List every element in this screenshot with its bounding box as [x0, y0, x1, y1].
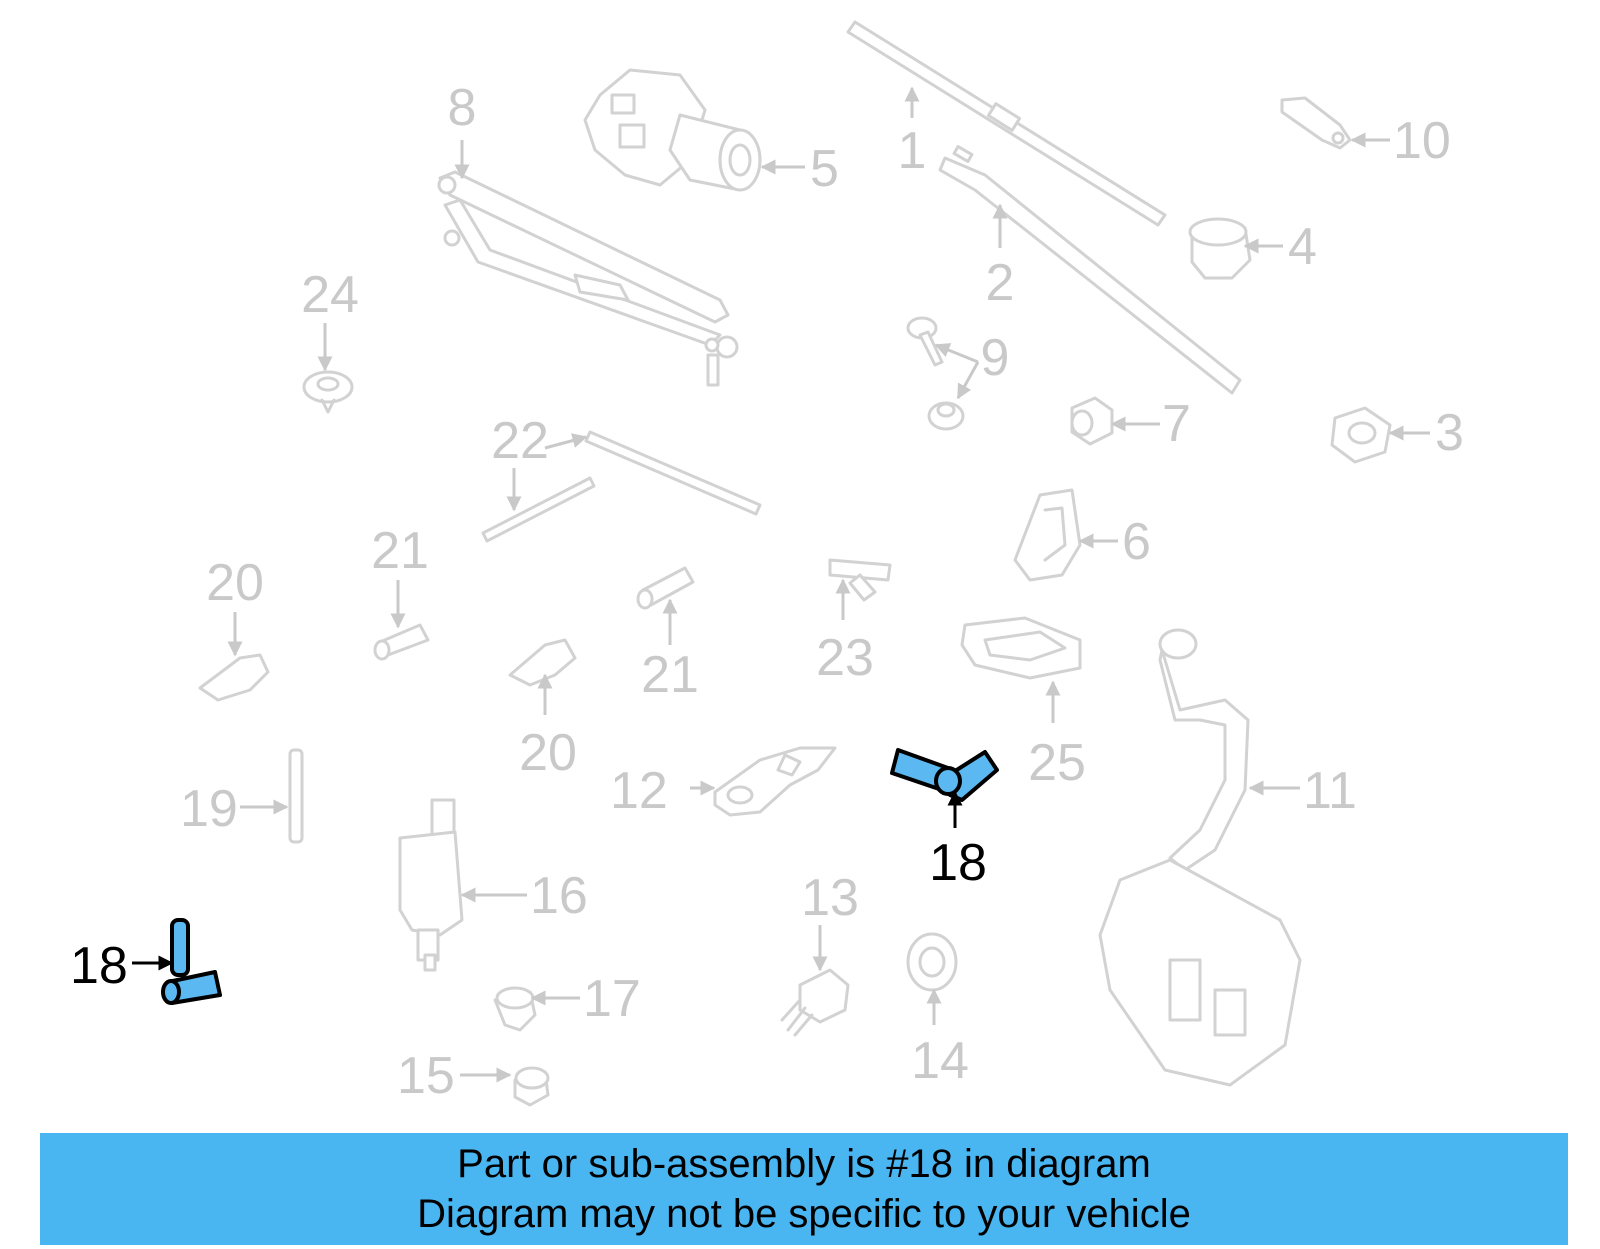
part-1-wiper-blade [846, 20, 1167, 227]
callout-13: 13 [801, 869, 859, 927]
callout-5: 5 [810, 140, 839, 198]
callout-14: 14 [911, 1032, 969, 1090]
part-9-bolts [906, 316, 965, 431]
part-15-grommet [513, 1066, 550, 1107]
part-3-nut [1330, 406, 1392, 464]
callout-24: 24 [301, 266, 359, 324]
callout-4: 4 [1288, 218, 1317, 276]
part-23-t-connector [828, 558, 892, 602]
callout-17: 17 [583, 970, 641, 1028]
callout-21-center: 21 [641, 646, 699, 704]
callout-21-left: 21 [371, 522, 429, 580]
callout-6: 6 [1122, 513, 1151, 571]
part-24-grommet [302, 370, 354, 414]
callout-22: 22 [491, 412, 549, 470]
part-14-grommet [906, 932, 958, 992]
part-11-reservoir-tank [1098, 628, 1302, 1087]
part-18-highlighted-upper [890, 748, 999, 802]
part-6-bracket [1013, 488, 1082, 582]
callout-11: 11 [1303, 762, 1357, 820]
part-22-rods [481, 430, 762, 543]
callout-19: 19 [180, 780, 238, 838]
part-20-nozzles [198, 638, 577, 702]
callout-12: 12 [610, 762, 668, 820]
callout-20-center: 20 [519, 724, 577, 782]
callout-18-lower: 18 [70, 937, 128, 995]
callout-25: 25 [1028, 734, 1086, 792]
callout-1: 1 [898, 122, 927, 180]
part-7-bushing [1070, 396, 1114, 446]
part-21-connectors [373, 566, 695, 661]
callout-8: 8 [448, 79, 477, 137]
part-19-tube [288, 748, 304, 844]
info-banner: Part or sub-assembly is #18 in diagram D… [40, 1133, 1568, 1245]
callout-10: 10 [1393, 112, 1451, 170]
part-4-cap [1188, 217, 1252, 280]
part-8-wiper-linkage [437, 170, 739, 387]
callout-7: 7 [1162, 395, 1191, 453]
part-16-pump [398, 798, 464, 972]
leader-arrows [132, 86, 1430, 1083]
callout-9: 9 [981, 329, 1010, 387]
callout-labels: 1 2 3 4 5 6 7 8 9 10 11 12 13 14 15 16 1… [70, 79, 1464, 1105]
banner-line-part-number: Part or sub-assembly is #18 in diagram [457, 1142, 1151, 1186]
callout-15: 15 [397, 1047, 455, 1105]
part-2-wiper-arm [938, 145, 1242, 395]
part-5-wiper-motor [583, 68, 762, 192]
part-12-seal [713, 746, 837, 817]
callout-16: 16 [530, 867, 588, 925]
part-25-seal [960, 616, 1082, 680]
callout-20-left: 20 [206, 554, 264, 612]
banner-line-disclaimer: Diagram may not be specific to your vehi… [417, 1192, 1191, 1236]
part-10-bracket [1280, 96, 1352, 150]
callout-2: 2 [986, 254, 1015, 312]
callout-18-upper: 18 [929, 834, 987, 892]
part-18-highlighted-lower [161, 918, 222, 1005]
part-13-connector [780, 968, 850, 1037]
part-17-grommet [493, 986, 537, 1032]
callout-23: 23 [816, 629, 874, 687]
callout-3: 3 [1435, 404, 1464, 462]
